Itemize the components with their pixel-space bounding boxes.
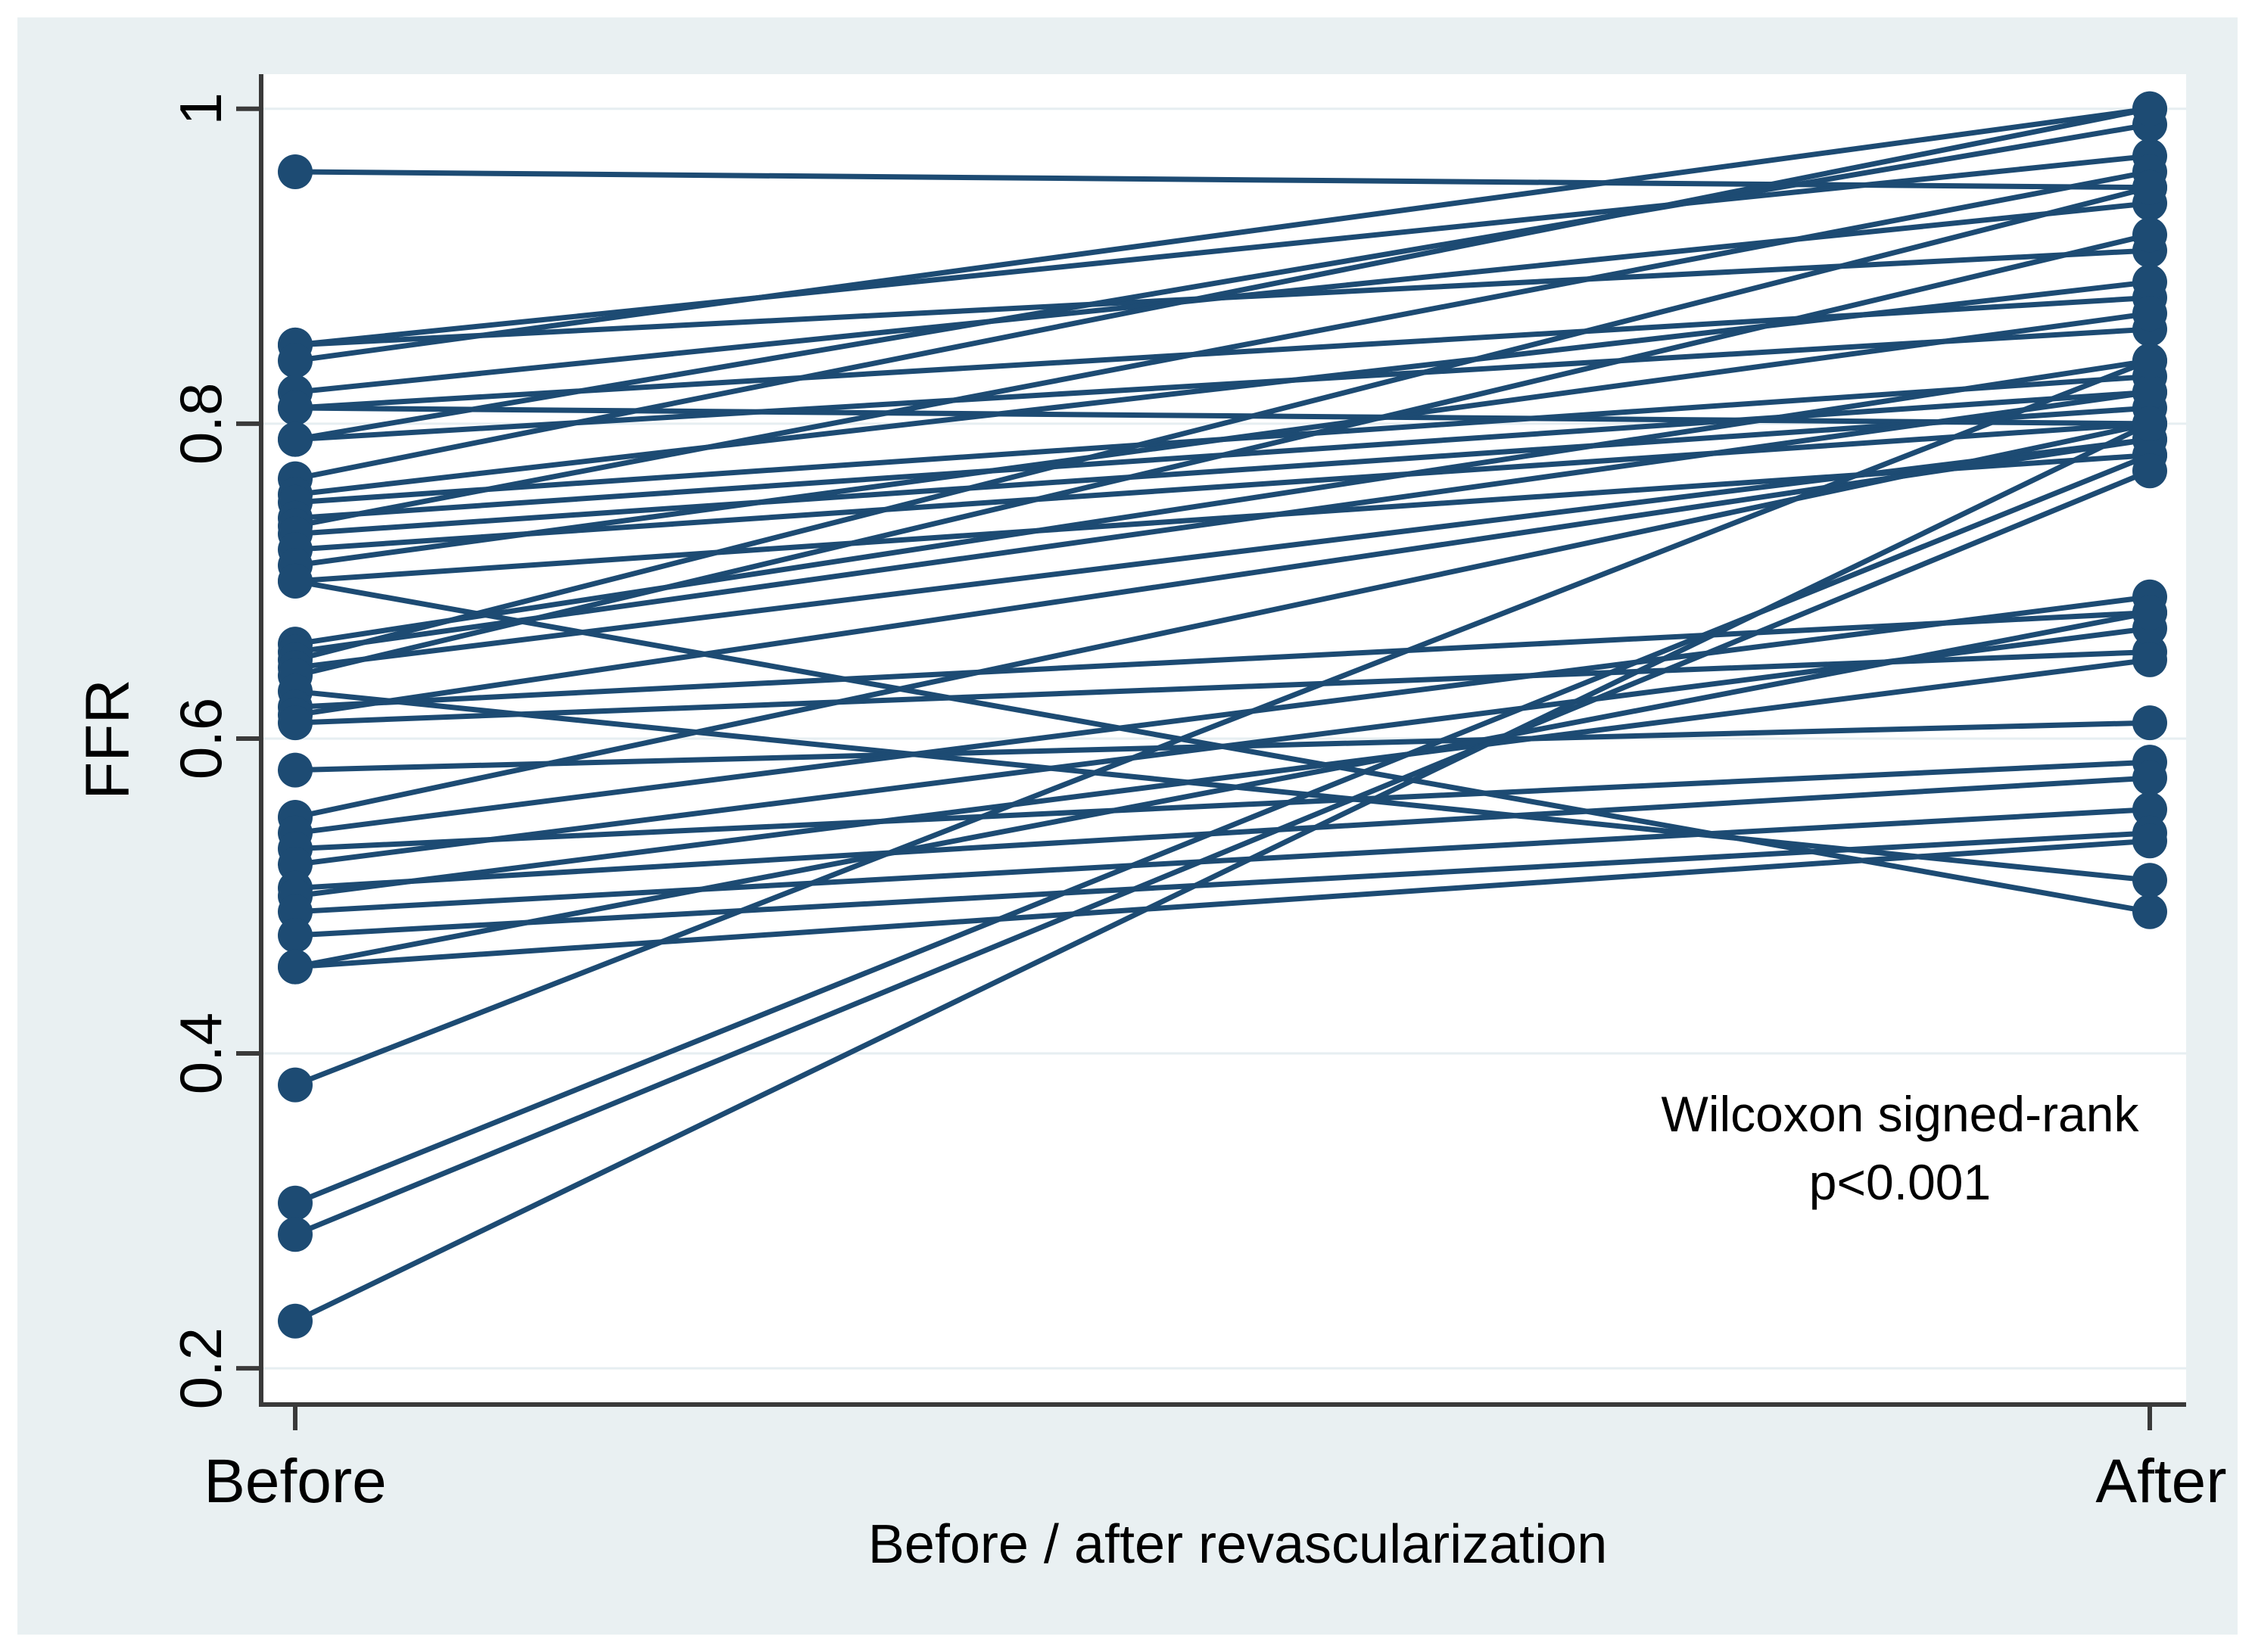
before-dot: [278, 1185, 313, 1221]
pair-line: [294, 421, 2151, 1324]
pair-line: [294, 326, 2151, 443]
after-dot: [2132, 264, 2167, 300]
after-dot: [2132, 705, 2167, 741]
pair-line: [294, 405, 2151, 427]
data-points: [278, 91, 2167, 1339]
pair-line: [294, 279, 2151, 497]
after-dot: [2132, 894, 2167, 929]
y-tick-label: 1: [167, 92, 234, 125]
pair-line: [294, 169, 2151, 529]
before-dot: [278, 390, 313, 426]
pair-line: [294, 649, 2151, 726]
annotation-test-name: Wilcoxon signed-rank: [1662, 1086, 2140, 1142]
pair-line: [294, 759, 2151, 852]
before-dot: [278, 154, 313, 189]
before-dot: [278, 752, 313, 788]
y-axis-title: FFR: [73, 679, 142, 799]
y-tick-label: 0.6: [167, 698, 234, 779]
pair-line: [294, 358, 2151, 1087]
x-label-before: Before: [204, 1447, 387, 1516]
y-tick-label: 0.8: [167, 383, 234, 465]
before-dot: [278, 918, 313, 954]
pair-line: [294, 610, 2151, 710]
pair-line: [294, 830, 2151, 938]
pair-line: [294, 807, 2151, 915]
before-dot: [278, 1217, 313, 1252]
pair-line: [294, 437, 2151, 718]
after-dot: [2132, 642, 2167, 677]
pair-line: [294, 310, 2151, 568]
pair-line: [294, 389, 2151, 655]
pair-line: [294, 468, 2151, 1237]
after-dot: [2132, 375, 2167, 410]
after-dot: [2132, 760, 2167, 795]
pair-lines: [294, 106, 2151, 1324]
pair-line: [294, 106, 2151, 482]
before-dot: [278, 1067, 313, 1103]
after-dot: [2132, 217, 2167, 253]
before-dot: [278, 422, 313, 457]
pair-line: [294, 625, 2151, 867]
pair-line: [294, 106, 2151, 364]
after-dot: [2132, 170, 2167, 205]
after-dot: [2132, 296, 2167, 331]
pair-line: [294, 232, 2151, 679]
after-dot: [2132, 406, 2167, 441]
y-tick-label: 0.2: [167, 1327, 234, 1409]
x-label-after: After: [2095, 1447, 2226, 1516]
pair-line: [294, 838, 2151, 970]
after-dot: [2132, 823, 2167, 859]
pair-line: [294, 453, 2151, 1206]
y-axis-ticks: 1 0.8 0.6 0.4 0.2: [167, 92, 261, 1409]
before-dot: [278, 705, 313, 741]
pair-line: [294, 201, 2151, 395]
after-dot: [2132, 343, 2167, 378]
after-dot: [2132, 453, 2167, 489]
y-tick-label: 0.4: [167, 1013, 234, 1094]
pair-line: [294, 657, 2151, 899]
pair-line: [294, 153, 2151, 348]
before-dot: [278, 343, 313, 378]
pair-line: [294, 405, 2151, 537]
after-dot: [2132, 595, 2167, 630]
pair-line: [294, 775, 2151, 891]
pair-line: [294, 358, 2151, 647]
pair-line: [294, 437, 2151, 670]
after-dot: [2132, 863, 2167, 898]
pair-line: [294, 594, 2151, 836]
x-axis-title: Before / after revascularization: [868, 1514, 1607, 1575]
pair-line: [294, 185, 2151, 663]
pair-line: [294, 610, 2151, 970]
before-dot: [278, 949, 313, 985]
before-dot: [278, 1303, 313, 1339]
after-dot: [2132, 91, 2167, 126]
before-dot: [278, 563, 313, 599]
pair-line: [294, 421, 2151, 552]
pair-line: [294, 122, 2151, 443]
pair-line: [294, 421, 2151, 820]
annotation-p-value: p<0.001: [1809, 1154, 1991, 1210]
